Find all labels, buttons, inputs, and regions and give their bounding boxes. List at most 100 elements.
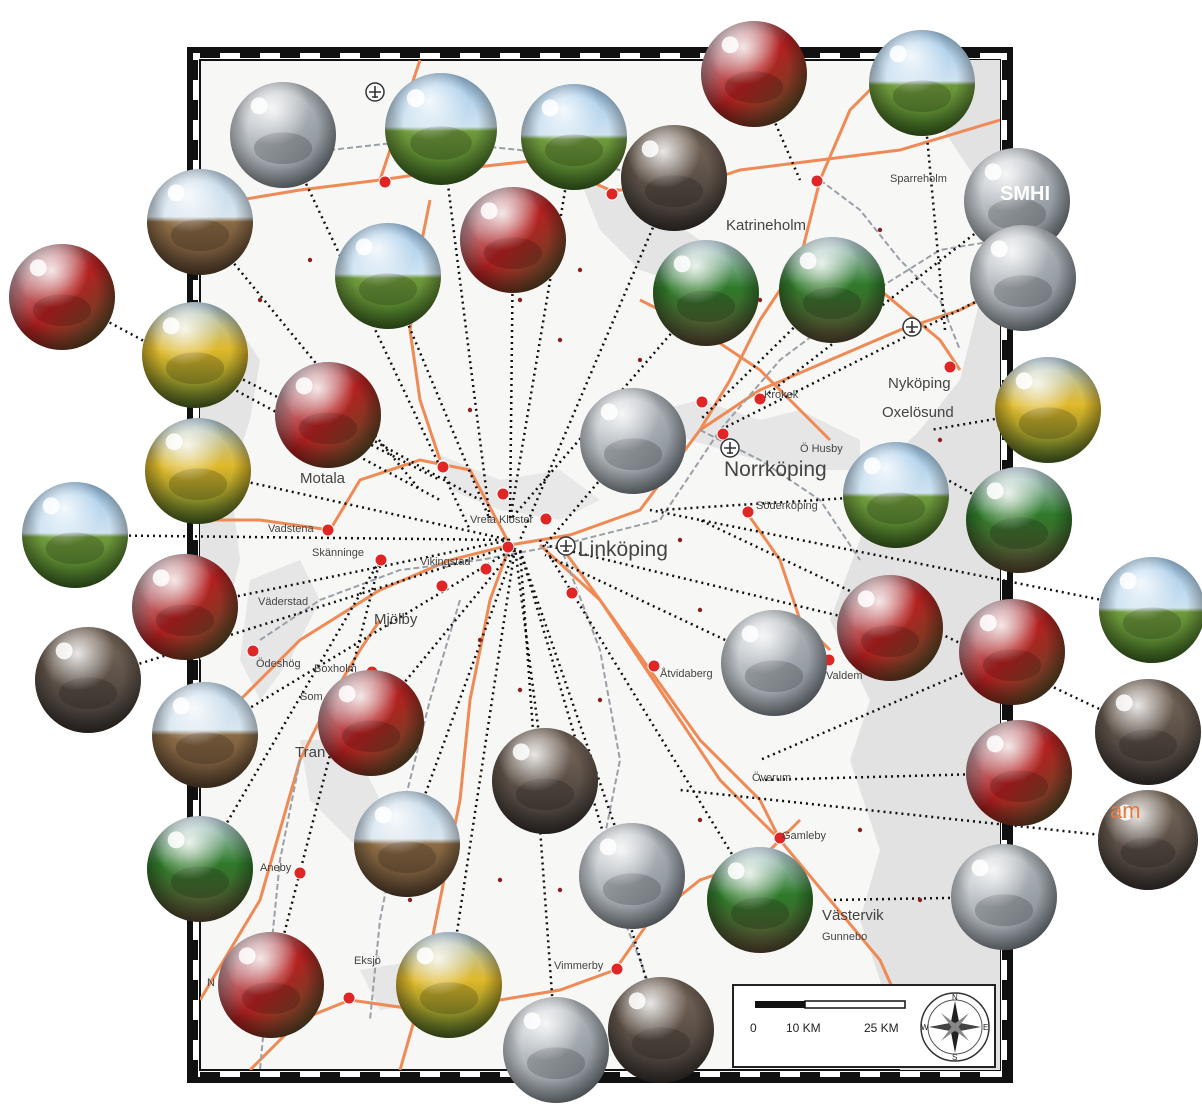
frame-tick <box>200 52 220 58</box>
frame-tick <box>192 1060 198 1080</box>
town-dot <box>321 523 335 537</box>
photo-sphere[interactable] <box>145 418 251 524</box>
photo-sphere[interactable] <box>721 610 827 716</box>
frame-tick <box>320 52 340 58</box>
photo-sphere[interactable] <box>335 223 441 329</box>
photo-sphere[interactable] <box>147 169 253 275</box>
place-label: Boxholm <box>314 663 357 675</box>
photo-sphere[interactable] <box>1099 557 1202 663</box>
photo-sphere[interactable] <box>837 575 943 681</box>
place-label: Nyköping <box>888 375 951 392</box>
town-dot <box>374 553 388 567</box>
photo-sphere[interactable] <box>966 720 1072 826</box>
frame-tick <box>1002 700 1008 720</box>
photo-sphere[interactable] <box>1095 679 1201 785</box>
photo-sphere[interactable] <box>492 728 598 834</box>
leader-line <box>649 508 1153 612</box>
photo-sphere[interactable] <box>35 627 141 733</box>
town-dot <box>716 427 730 441</box>
place-label: N <box>207 977 215 989</box>
frame-tick <box>1002 580 1008 600</box>
place-label: Aneby <box>260 862 292 874</box>
photo-sphere[interactable] <box>396 932 502 1038</box>
photo-sphere[interactable] <box>579 823 685 929</box>
photo-sphere[interactable] <box>779 237 885 343</box>
minor-place-dot <box>517 687 523 693</box>
place-label: Sparreholm <box>890 173 947 185</box>
minor-place-dot <box>577 267 583 273</box>
photo-sphere[interactable] <box>230 82 336 188</box>
photo-sphere[interactable] <box>608 977 714 1083</box>
town-dot <box>496 487 510 501</box>
photo-sphere[interactable] <box>147 816 253 922</box>
photo-sphere[interactable] <box>951 844 1057 950</box>
frame-tick <box>600 1072 620 1078</box>
photo-sphere[interactable] <box>966 467 1072 573</box>
frame-tick <box>192 980 198 1000</box>
frame-tick <box>192 100 198 120</box>
frame-tick <box>280 1072 300 1078</box>
scale-label-25km: 25 KM <box>864 1021 899 1035</box>
photo-sphere[interactable] <box>964 148 1070 254</box>
photo-sphere[interactable] <box>843 442 949 548</box>
photo-sphere[interactable] <box>132 554 238 660</box>
town-dot <box>378 175 392 189</box>
frame-tick <box>560 52 580 58</box>
photo-sphere[interactable] <box>218 932 324 1038</box>
photo-sphere[interactable] <box>354 791 460 897</box>
photo-sphere[interactable] <box>1098 790 1198 890</box>
photo-sphere[interactable] <box>707 847 813 953</box>
frame-tick <box>800 52 820 58</box>
photo-sphere[interactable] <box>701 21 807 127</box>
frame-tick <box>192 140 198 160</box>
photo-sphere[interactable] <box>152 682 258 788</box>
compass-n: N <box>952 993 958 1002</box>
photo-sphere[interactable] <box>970 225 1076 331</box>
town-dot <box>610 962 624 976</box>
frame-tick <box>240 1072 260 1078</box>
leader-line <box>679 788 1149 842</box>
photo-sphere[interactable] <box>959 599 1065 705</box>
frame-tick <box>192 940 198 960</box>
photo-sphere[interactable] <box>653 240 759 346</box>
leader-line <box>759 650 1013 762</box>
leader-line <box>719 276 1024 432</box>
scale-bar: 0 10 KM 25 KM <box>750 1000 906 1035</box>
photo-sphere[interactable] <box>142 302 248 408</box>
leader-line <box>447 547 517 986</box>
photo-sphere[interactable] <box>621 125 727 231</box>
photo-sphere[interactable] <box>318 670 424 776</box>
photo-sphere[interactable] <box>580 388 686 494</box>
photo-sphere[interactable] <box>503 997 609 1103</box>
leader-line <box>184 538 511 609</box>
leader-line <box>194 353 441 482</box>
photo-sphere[interactable] <box>22 482 128 588</box>
minor-place-dot <box>307 257 313 263</box>
town-dot <box>810 174 824 188</box>
minor-place-dot <box>937 437 943 443</box>
photo-sphere[interactable] <box>9 244 115 350</box>
frame-tick <box>192 780 198 800</box>
minor-place-dot <box>597 697 603 703</box>
leader-line <box>327 413 481 502</box>
photo-sphere[interactable] <box>385 73 497 185</box>
minor-place-dot <box>557 887 563 893</box>
town-dot <box>246 644 260 658</box>
minor-place-dot <box>557 337 563 343</box>
photo-sphere[interactable] <box>869 30 975 136</box>
photo-sphere[interactable] <box>521 84 627 190</box>
minor-place-dot <box>477 637 483 643</box>
frame-tick <box>1002 1060 1008 1080</box>
town-dot <box>435 579 449 593</box>
photo-sphere[interactable] <box>460 187 566 293</box>
photo-sphere[interactable] <box>995 357 1101 463</box>
town-dot <box>565 586 579 600</box>
frame-tick <box>280 52 300 58</box>
photo-sphere[interactable] <box>275 362 381 468</box>
town-dot <box>436 460 450 474</box>
frame-tick <box>360 1072 380 1078</box>
minor-place-dot <box>877 227 883 233</box>
town-dot <box>293 866 307 880</box>
place-label: Överum <box>752 772 791 784</box>
frame-tick <box>240 52 260 58</box>
